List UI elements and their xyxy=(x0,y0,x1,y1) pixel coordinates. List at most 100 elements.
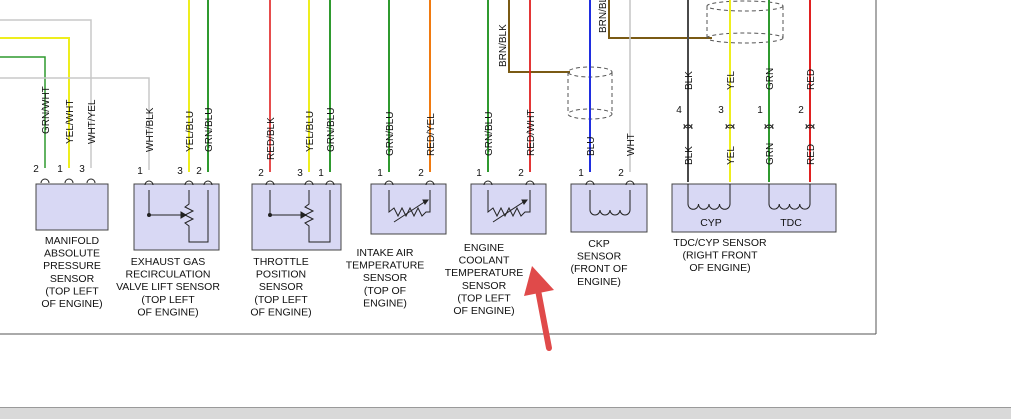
terminal-arch xyxy=(384,180,394,186)
terminal-arch xyxy=(483,180,493,186)
ckp-coil-symbol xyxy=(589,190,631,216)
terminal-arch xyxy=(425,180,435,186)
annotation-arrow xyxy=(524,266,554,351)
pin-number: 2 xyxy=(618,168,624,179)
wire-label: BLU xyxy=(586,137,597,156)
wire-label: GRN xyxy=(765,143,776,165)
wire-label: BLK xyxy=(684,146,695,165)
tdc-coil-symbol xyxy=(768,184,811,210)
map-sensor-feed-wires xyxy=(0,19,150,170)
terminal-arch xyxy=(525,180,535,186)
wire-label: YEL xyxy=(726,146,737,165)
caption-line: ENGINE) xyxy=(363,297,407,309)
wire-label: WHT/YEL xyxy=(87,99,98,144)
caption-line: SENSOR xyxy=(462,280,507,292)
caption-line: ENGINE) xyxy=(577,276,621,288)
caption-line: ENGINE xyxy=(464,242,504,254)
caption-line: OF ENGINE) xyxy=(137,306,198,318)
pin-number: 1 xyxy=(137,166,143,177)
tps-potentiometer-symbol xyxy=(268,190,331,243)
pin-number: 3 xyxy=(177,166,183,177)
tdc-inner-label: TDC xyxy=(780,217,802,229)
terminal-arch xyxy=(144,180,154,186)
inline-coupler xyxy=(805,123,815,130)
wire-label: WHT/BLK xyxy=(145,107,156,152)
caption-line: OF ENGINE) xyxy=(250,306,311,318)
wire-label: RED xyxy=(806,144,817,165)
vertical-wires xyxy=(188,0,811,182)
terminal-arch xyxy=(203,180,213,186)
caption-line: INTAKE AIR xyxy=(357,247,414,259)
wire-label: YEL xyxy=(726,71,737,90)
caption-line: SENSOR xyxy=(259,281,304,293)
terminal-arch xyxy=(64,178,74,184)
wire-label: WHT xyxy=(626,133,637,156)
cyp-inner-label: CYP xyxy=(700,217,722,229)
inline-coupler xyxy=(764,123,774,130)
caption-line: OF ENGINE) xyxy=(453,305,514,317)
caption-line: (FRONT OF xyxy=(571,263,628,275)
pin-number: 2 xyxy=(418,168,424,179)
pin-number: 2 xyxy=(798,105,804,116)
wire-label: RED xyxy=(806,69,817,90)
pin-number: 1 xyxy=(476,168,482,179)
terminal-arch xyxy=(265,180,275,186)
caption-line: SENSOR xyxy=(363,272,408,284)
caption-line: CKP xyxy=(588,238,610,250)
caption-line: (TOP OF xyxy=(364,285,406,297)
wire-label: GRN xyxy=(765,68,776,90)
pin-number: 4 xyxy=(676,105,682,116)
egr-potentiometer-symbol xyxy=(147,190,209,243)
terminal-arch xyxy=(304,180,314,186)
tps-sensor-box xyxy=(251,183,342,251)
wire-label: GRN/BLU xyxy=(385,112,396,156)
wire-label: GRN/BLU xyxy=(204,108,215,152)
caption-line: SENSOR xyxy=(577,251,622,263)
wire-label: YEL/BLU xyxy=(185,111,196,152)
caption-line: (RIGHT FRONT xyxy=(682,250,758,262)
pin-number: 3 xyxy=(297,168,303,179)
wire-label: YEL/BLU xyxy=(305,111,316,152)
terminal-arch xyxy=(325,180,335,186)
wire-label: YEL/WHT xyxy=(65,100,76,144)
inline-coupler xyxy=(683,123,693,130)
caption-line: VALVE LIFT SENSOR xyxy=(116,281,220,293)
caption-line: THROTTLE xyxy=(253,256,308,268)
pin-number: 1 xyxy=(757,105,763,116)
caption-line: POSITION xyxy=(256,269,306,281)
terminal-arch xyxy=(585,180,595,186)
caption-line: PRESSURE xyxy=(43,260,101,272)
iat-sensor-box xyxy=(370,183,447,235)
caption-line: (TOP LEFT xyxy=(141,294,195,306)
inline-coupler xyxy=(725,123,735,130)
caption-line: (TOP LEFT xyxy=(254,294,308,306)
wire-label: RED/WHT xyxy=(526,109,537,156)
terminal-arch xyxy=(625,180,635,186)
caption-line: EXHAUST GAS xyxy=(131,256,206,268)
caption-line: RECIRCULATION xyxy=(126,269,211,281)
wire-label: RED/YEL xyxy=(426,113,437,156)
cyp-coil-symbol xyxy=(687,184,731,210)
pin-number: 2 xyxy=(196,166,202,177)
iat-thermistor-symbol xyxy=(388,190,431,223)
pin-number: 3 xyxy=(79,164,85,175)
caption-line: TEMPERATURE xyxy=(445,267,524,279)
terminal-arch xyxy=(184,180,194,186)
wire-label: GRN/BLU xyxy=(484,112,495,156)
caption-line: TDC/CYP SENSOR xyxy=(673,237,767,249)
wire-label: GRN/BLU xyxy=(326,108,337,152)
pin-number: 1 xyxy=(578,168,584,179)
terminal-arch xyxy=(40,178,50,184)
pin-number: 2 xyxy=(33,164,39,175)
wire-label: BLK xyxy=(684,71,695,90)
pin-number: 1 xyxy=(318,168,324,179)
shield-wire-label-1: BRN/BLK xyxy=(498,24,509,67)
caption-line: SENSOR xyxy=(50,273,95,285)
pin-number: 2 xyxy=(518,168,524,179)
caption-line: OF ENGINE) xyxy=(689,262,750,274)
ckp-sensor-box xyxy=(570,183,648,233)
